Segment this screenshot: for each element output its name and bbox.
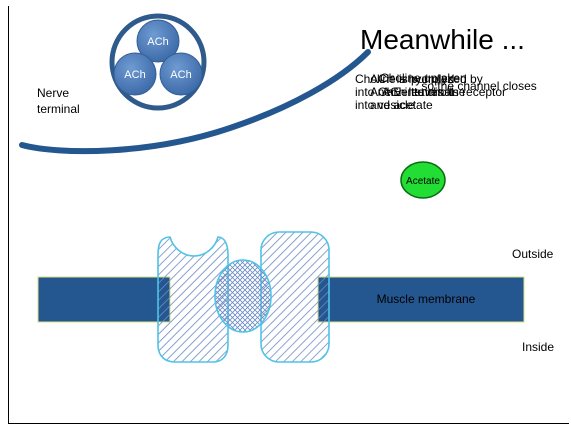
outside-label: Outside (512, 247, 554, 261)
inside-label: Inside (522, 340, 555, 354)
overlap-text-ach-leaves: ACh leaves its receptor (382, 85, 507, 99)
overlap-text-choline-pumped: Choline is pumped into nerve terminal in… (355, 72, 455, 112)
nerve-terminal-label: Nerve terminal (37, 86, 80, 116)
ach-molecule-right (159, 52, 203, 96)
ach-label-right: ACh (170, 69, 191, 81)
ach-label-left: ACh (124, 69, 145, 81)
receptor-channel-gate (214, 259, 272, 333)
overlap-text-channel-closes: ... so the channel closes (408, 79, 537, 93)
slide-title: Meanwhile ... (360, 24, 525, 55)
ach-molecule-left (113, 52, 157, 96)
overlap-text-ach-hydrolyzed: ACh is hydrolyzed by AChE into choline a… (370, 72, 483, 112)
acetate-molecule (400, 161, 446, 199)
ach-molecule-top (136, 19, 180, 63)
slide-frame (8, 6, 569, 424)
receptor-subunit-left (157, 236, 229, 363)
ach-label-top: ACh (147, 36, 168, 48)
nerve-terminal-membrane (19, 49, 371, 155)
overlap-text-choline-uptaken: Choline uptaken (380, 71, 467, 85)
muscle-membrane-right (317, 276, 525, 323)
muscle-membrane-left (37, 276, 171, 323)
acetate-label: Acetate (406, 176, 440, 187)
muscle-membrane-label: Muscle membrane (377, 292, 476, 306)
